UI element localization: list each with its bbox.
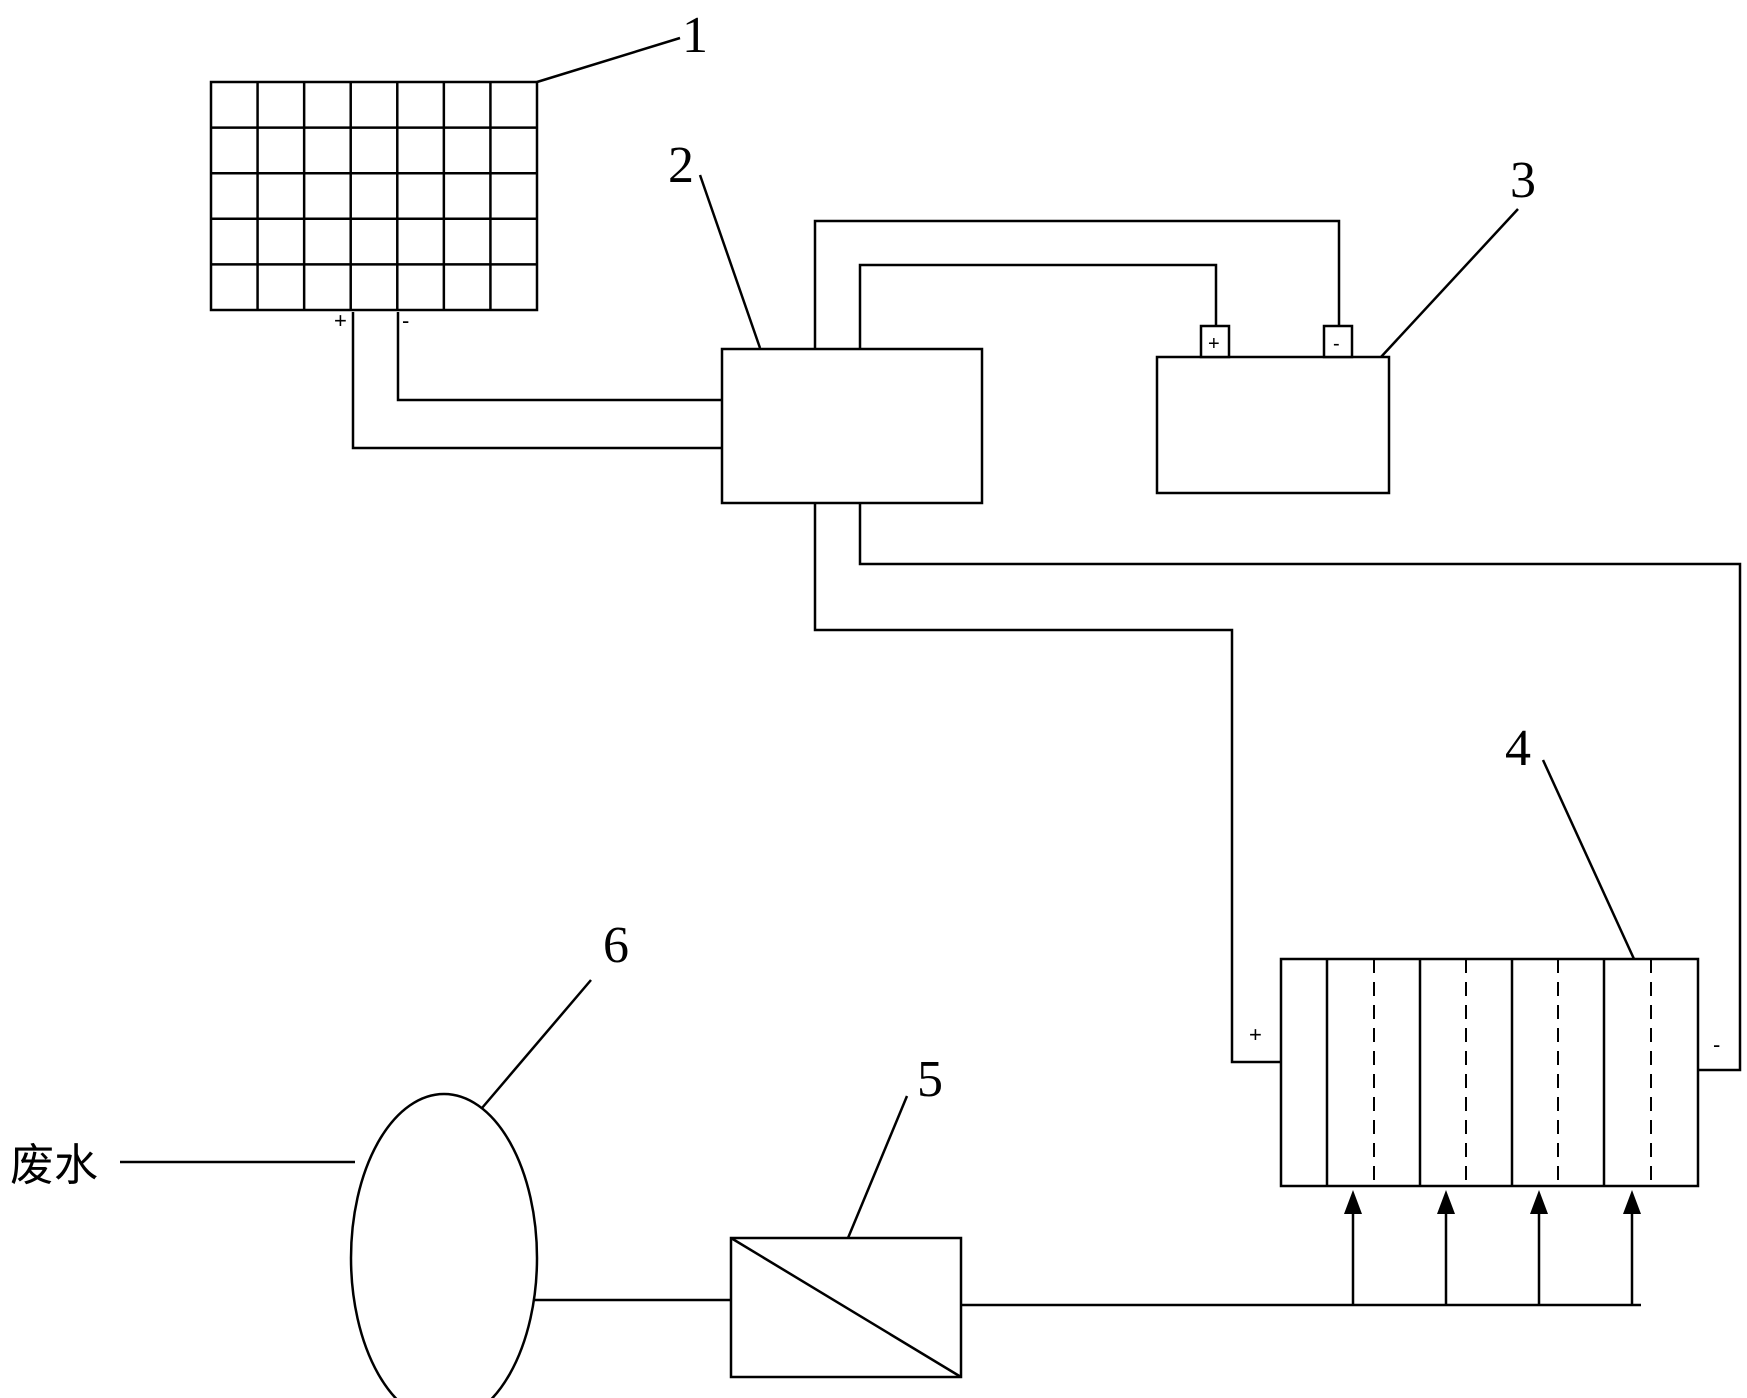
label-4: 4	[1505, 720, 1531, 777]
battery-plus-terminal	[1199, 324, 1231, 359]
electrolyzer	[1279, 957, 1700, 1188]
electrolyzer-membranes	[1325, 959, 1652, 1186]
battery-minus-terminal	[1322, 324, 1354, 359]
label-2: 2	[668, 137, 694, 194]
feed-arrow-head	[1437, 1190, 1455, 1214]
wire-battery-minus	[813, 219, 1341, 349]
leader-line-2	[698, 174, 762, 349]
leader-line-5	[846, 1095, 909, 1239]
label-5: 5	[917, 1051, 943, 1108]
battery-plus-sign: +	[1208, 333, 1220, 355]
wire-solar-minus	[396, 312, 722, 402]
solar-panel-grid	[211, 82, 537, 310]
controller-box	[720, 347, 984, 505]
wire-cell-minus	[858, 503, 1742, 1072]
label-6: 6	[603, 917, 629, 974]
label-3: 3	[1510, 152, 1536, 209]
feed-arrow-head	[1623, 1190, 1641, 1214]
electrolyzer-frame	[1279, 957, 1700, 1188]
leader-line-3	[1380, 208, 1519, 358]
wire-solar-plus	[351, 312, 722, 450]
label-1: 1	[682, 7, 708, 64]
leader-line-6	[481, 979, 592, 1109]
feed-arrows	[1344, 1190, 1641, 1305]
cell-plus-sign: +	[1249, 1022, 1262, 1047]
battery-box	[1155, 355, 1391, 495]
solar-panel	[209, 80, 539, 312]
wire-battery-plus	[858, 263, 1218, 349]
solar-plus-sign: +	[334, 308, 347, 333]
wire-cell-plus	[813, 503, 1281, 1064]
wastewater-tank	[349, 1092, 539, 1398]
solar-minus-sign: -	[402, 308, 409, 333]
battery-minus-sign: -	[1333, 333, 1340, 355]
wastewater-label: 废水	[10, 1140, 98, 1191]
feed-arrow-head	[1344, 1190, 1362, 1214]
leader-line-1	[536, 36, 681, 84]
feed-arrow-head	[1530, 1190, 1548, 1214]
leader-line-4	[1541, 759, 1636, 960]
filter-diagonal	[730, 1236, 962, 1379]
solar-panel-frame	[209, 80, 539, 312]
cell-minus-sign: -	[1713, 1032, 1720, 1057]
